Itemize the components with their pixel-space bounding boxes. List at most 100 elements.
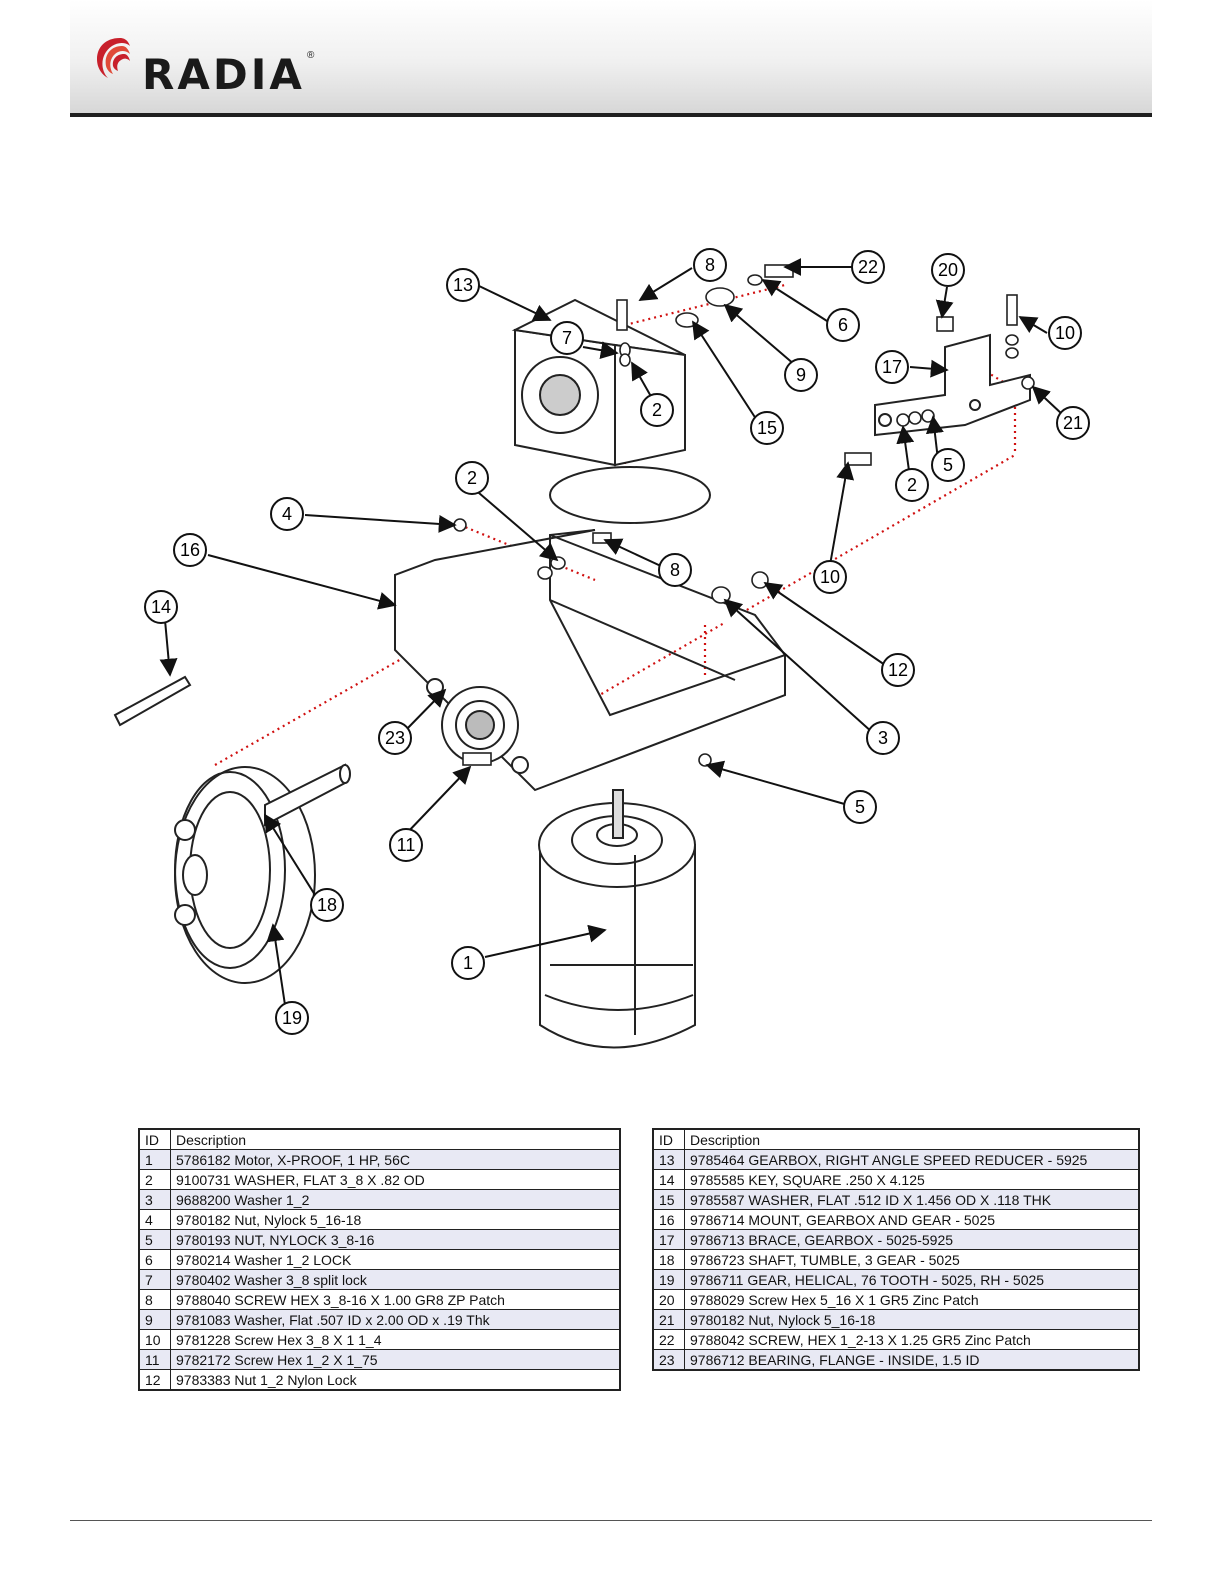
part-id-cell: 13 [652, 1149, 685, 1170]
gearbox-part [511, 298, 711, 524]
part-id-cell: 6 [138, 1249, 171, 1270]
part-id-cell: 19 [652, 1269, 685, 1290]
registered-mark: ® [307, 50, 315, 61]
part-id-cell: 11 [138, 1349, 171, 1370]
svg-text:2: 2 [467, 468, 477, 488]
svg-text:7: 7 [562, 328, 572, 348]
part-id-cell: 20 [652, 1289, 685, 1310]
svg-text:12: 12 [888, 660, 908, 680]
callout-5-brace: 5 [931, 448, 965, 482]
part-description-cell: 9785585 KEY, SQUARE .250 X 4.125 [684, 1169, 1140, 1190]
part-description-cell: 9786723 SHAFT, TUMBLE, 3 GEAR - 5025 [684, 1249, 1140, 1270]
part-id-cell: 21 [652, 1309, 685, 1330]
callout-13: 13 [446, 268, 480, 302]
callout-19: 19 [275, 1001, 309, 1035]
part-description-cell: 9785587 WASHER, FLAT .512 ID X 1.456 OD … [684, 1189, 1140, 1210]
part-id-cell: 7 [138, 1269, 171, 1290]
part-id-cell: 12 [138, 1369, 171, 1391]
part-description-cell: 9786714 MOUNT, GEARBOX AND GEAR - 5025 [684, 1209, 1140, 1230]
part-id-cell: 9 [138, 1309, 171, 1330]
callout-16: 16 [173, 533, 207, 567]
part-id-cell: 17 [652, 1229, 685, 1250]
page-header: RADIA ® [70, 0, 1152, 117]
svg-text:17: 17 [882, 357, 902, 377]
part-id-cell: 14 [652, 1169, 685, 1190]
part-description-cell: 9788029 Screw Hex 5_16 X 1 GR5 Zinc Patc… [684, 1289, 1140, 1310]
callout-11: 11 [389, 828, 423, 862]
part-id-cell: 15 [652, 1189, 685, 1210]
callout-5-motor: 5 [843, 790, 877, 824]
part-description-cell: 9786713 BRACE, GEARBOX - 5025-5925 [684, 1229, 1140, 1250]
callout-23: 23 [378, 721, 412, 755]
part-description-cell: 9780402 Washer 3_8 split lock [170, 1269, 621, 1290]
svg-text:20: 20 [938, 260, 958, 280]
callout-10-mount: 10 [813, 560, 847, 594]
part-description-cell: 9788040 SCREW HEX 3_8-16 X 1.00 GR8 ZP P… [170, 1289, 621, 1310]
callout-12: 12 [881, 653, 915, 687]
part-description-cell: 9688200 Washer 1_2 [170, 1189, 621, 1210]
gearbox-mount-part [394, 529, 786, 792]
callout-2-brace: 2 [895, 468, 929, 502]
footer-divider [70, 1520, 1152, 1521]
callout-10-top: 10 [1048, 316, 1082, 350]
svg-text:5: 5 [943, 455, 953, 475]
part-id-cell: 8 [138, 1289, 171, 1310]
table-header-row: ID Description [138, 1128, 621, 1150]
part-id-cell: 22 [652, 1329, 685, 1350]
part-description-cell: 9780182 Nut, Nylock 5_16-18 [684, 1309, 1140, 1330]
part-description-cell: 9781083 Washer, Flat .507 ID x 2.00 OD x… [170, 1309, 621, 1330]
callout-1: 1 [451, 946, 485, 980]
logo-wordmark: RADIA [142, 50, 305, 99]
callout-2-gearbox: 2 [640, 393, 674, 427]
callout-2-mount: 2 [455, 461, 489, 495]
svg-text:2: 2 [907, 475, 917, 495]
part-description-cell: 5786182 Motor, X-PROOF, 1 HP, 56C [170, 1149, 621, 1170]
svg-text:18: 18 [317, 895, 337, 915]
callout-7: 7 [550, 321, 584, 355]
svg-text:2: 2 [652, 400, 662, 420]
part-id-cell: 3 [138, 1189, 171, 1210]
callout-14: 14 [144, 590, 178, 624]
svg-text:15: 15 [757, 418, 777, 438]
callout-labels: 13 8 22 7 6 9 2 15 20 10 17 21 5 2 4 2 8… [144, 248, 1090, 1035]
part-id-cell: 5 [138, 1229, 171, 1250]
part-id-cell: 23 [652, 1349, 685, 1371]
part-description-cell: 9780182 Nut, Nylock 5_16-18 [170, 1209, 621, 1230]
callout-4: 4 [270, 497, 304, 531]
svg-text:6: 6 [838, 315, 848, 335]
svg-text:22: 22 [858, 257, 878, 277]
svg-text:14: 14 [151, 597, 171, 617]
part-id-cell: 4 [138, 1209, 171, 1230]
svg-text:21: 21 [1063, 413, 1083, 433]
part-description-cell: 9100731 WASHER, FLAT 3_8 X .82 OD [170, 1169, 621, 1190]
svg-text:16: 16 [180, 540, 200, 560]
leader-arrows [159, 258, 1064, 1006]
callout-6: 6 [826, 308, 860, 342]
part-description-cell: 9783383 Nut 1_2 Nylon Lock [170, 1369, 621, 1391]
part-description-cell: 9782172 Screw Hex 1_2 X 1_75 [170, 1349, 621, 1370]
table-header-row: ID Description [652, 1128, 1140, 1150]
description-column-header: Description [684, 1128, 1140, 1150]
callout-8-top: 8 [693, 248, 727, 282]
part-id-cell: 18 [652, 1249, 685, 1270]
callout-21: 21 [1056, 406, 1090, 440]
fastener-parts [453, 264, 1035, 767]
radia-logo: RADIA ® [90, 28, 330, 99]
svg-text:1: 1 [463, 953, 473, 973]
callout-17: 17 [875, 350, 909, 384]
